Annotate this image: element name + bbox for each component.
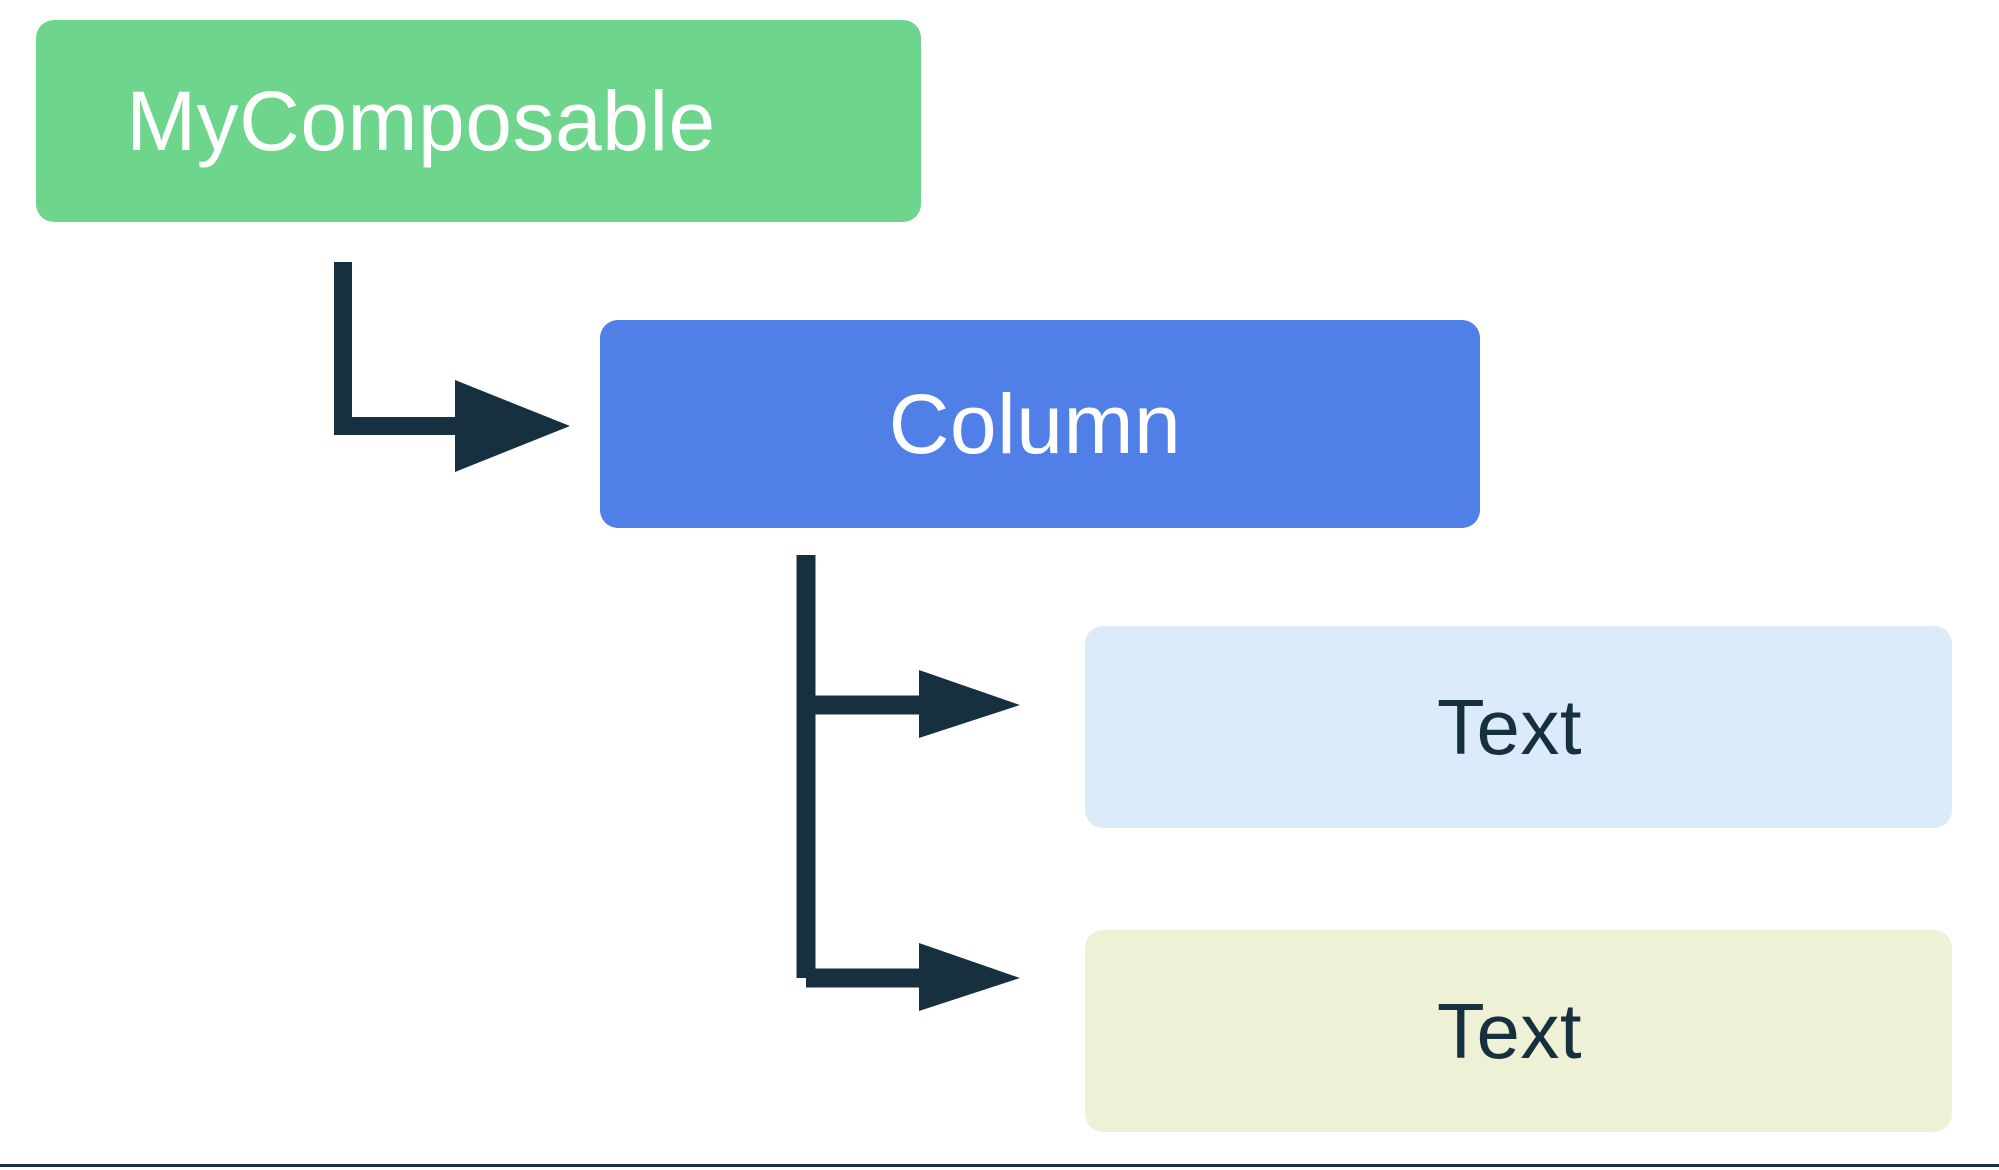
edge-column-to-text-1-arrowhead: [919, 670, 1020, 738]
edge-column-to-text-2: [806, 943, 1020, 1011]
node-text-second[interactable]: Text: [1085, 930, 1952, 1132]
edge-root-to-column: [334, 262, 570, 472]
node-column-label: Column: [888, 377, 1182, 471]
bottom-divider: [0, 1164, 1999, 1167]
node-my-composable-label: MyComposable: [126, 74, 716, 168]
edge-root-to-column-line: [334, 262, 470, 435]
edge-root-to-column-arrowhead: [455, 380, 570, 472]
node-my-composable[interactable]: MyComposable: [36, 20, 921, 222]
node-column[interactable]: Column: [600, 320, 1480, 528]
node-text-second-label: Text: [1436, 987, 1583, 1075]
edge-column-to-text-1: [806, 670, 1020, 738]
node-text-first-label: Text: [1436, 683, 1583, 771]
node-text-first[interactable]: Text: [1085, 626, 1952, 828]
edge-column-to-text-2-arrowhead: [919, 943, 1020, 1011]
